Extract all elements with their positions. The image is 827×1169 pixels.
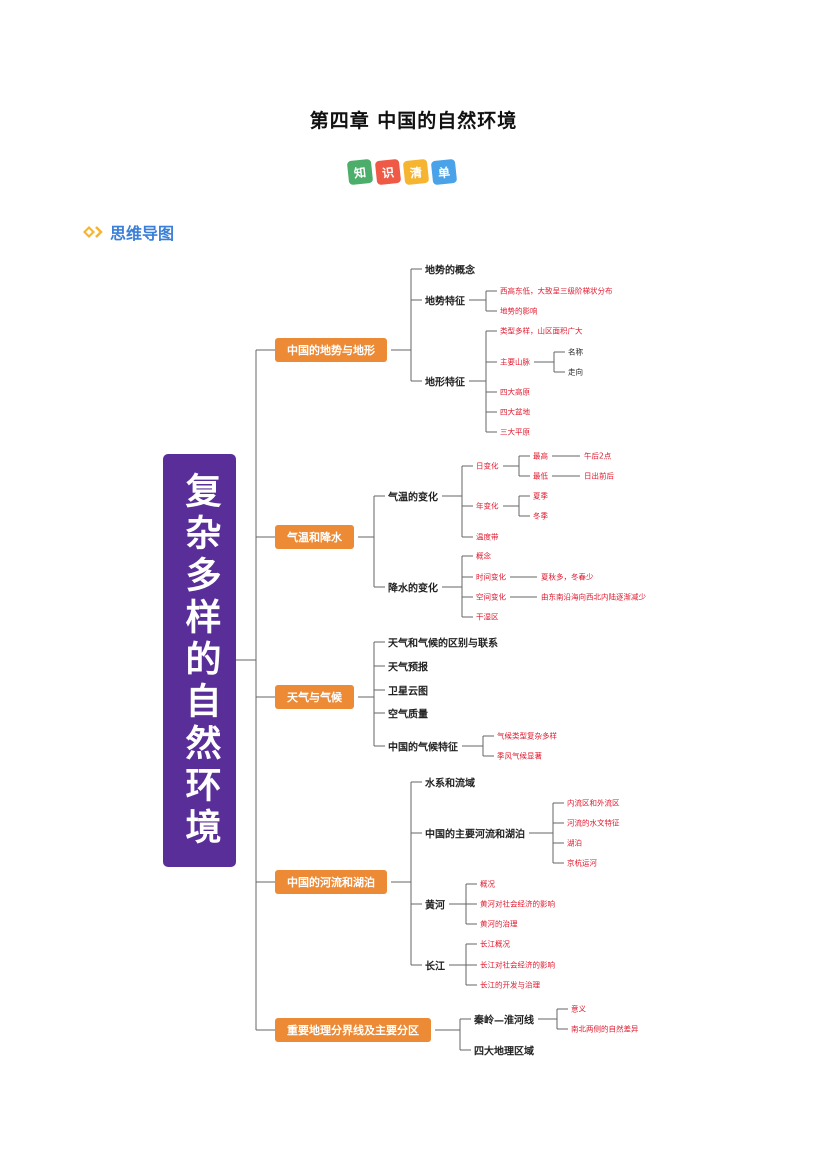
- topic-node: 地势的概念: [425, 265, 475, 277]
- subtopic-node: 最高: [533, 451, 548, 461]
- branch-node: 中国的河流和湖泊: [275, 870, 387, 894]
- page-title: 第四章 中国的自然环境: [309, 110, 518, 132]
- topic-node: 气温的变化: [388, 492, 438, 504]
- subtopic-node: 夏季: [533, 491, 548, 501]
- topic-node: 长江: [425, 961, 445, 973]
- topic-node: 中国的气候特征: [388, 742, 458, 754]
- subtopic-node: 地势的影响: [500, 306, 538, 316]
- subtopic-node: 空间变化: [476, 592, 506, 602]
- topic-node: 秦岭—淮河线: [474, 1015, 534, 1027]
- subtopic-node: 主要山脉: [500, 357, 530, 367]
- subtopic-node: 由东南沿海向西北内陆逐渐减少: [541, 592, 646, 602]
- subtopic-node: 最低: [533, 471, 548, 481]
- topic-node: 地形特征: [425, 377, 465, 389]
- subtopic-node: 类型多样，山区面积广大: [500, 326, 583, 336]
- mind-map-root: 复杂多样的自然环境: [163, 454, 236, 867]
- subtopic-node: 黄河的治理: [480, 919, 518, 929]
- subtopic-node: 干湿区: [476, 612, 499, 622]
- double-diamond-icon: [83, 226, 103, 238]
- topic-node: 水系和流域: [425, 778, 475, 790]
- branch-node: 天气与气候: [275, 685, 354, 709]
- subtopic-node: 四大高原: [500, 387, 530, 397]
- subtopic-node: 长江的开发与治理: [480, 980, 540, 990]
- subtopic-node: 河流的水文特征: [567, 818, 620, 828]
- subtopic-node: 三大平原: [500, 427, 530, 437]
- topic-node: 降水的变化: [388, 583, 438, 595]
- topic-node: 中国的主要河流和湖泊: [425, 829, 525, 841]
- subtopic-node: 长江概况: [480, 939, 510, 949]
- subtopic-node: 夏秋多，冬春少: [541, 572, 594, 582]
- subtopic-node: 京杭运河: [567, 858, 597, 868]
- subtopic-node: 黄河对社会经济的影响: [480, 899, 555, 909]
- section-heading: 思维导图: [82, 220, 174, 244]
- section-heading-text: 思维导图: [110, 224, 175, 243]
- subtopic-node: 冬季: [533, 511, 548, 521]
- topic-node: 黄河: [425, 900, 445, 912]
- branch-node: 气温和降水: [275, 525, 354, 549]
- subtopic-node: 西高东低，大致呈三级阶梯状分布: [500, 286, 613, 296]
- topic-node: 天气和气候的区别与联系: [388, 638, 498, 650]
- branch-node: 中国的地势与地形: [275, 338, 387, 362]
- subtopic-node: 走向: [568, 367, 583, 377]
- subtopic-node: 温度带: [476, 532, 499, 542]
- subtopic-node: 南北两侧的自然差异: [571, 1024, 639, 1034]
- topic-node: 地势特征: [425, 296, 465, 308]
- subtopic-node: 年变化: [476, 501, 499, 511]
- subtopic-node: 概况: [480, 879, 495, 889]
- subtopic-node: 长江对社会经济的影响: [480, 960, 555, 970]
- subtopic-node: 湖泊: [567, 838, 582, 848]
- branch-node: 重要地理分界线及主要分区: [275, 1018, 431, 1042]
- subtopic-node: 日出前后: [584, 471, 614, 481]
- subtopic-node: 意义: [571, 1004, 586, 1014]
- subtopic-node: 季风气候显著: [497, 751, 542, 761]
- topic-node: 四大地理区域: [474, 1046, 534, 1058]
- subtopic-node: 内流区和外流区: [567, 798, 620, 808]
- subtopic-node: 气候类型复杂多样: [497, 731, 557, 741]
- topic-node: 空气质量: [388, 709, 428, 721]
- subtopic-node: 日变化: [476, 461, 499, 471]
- subtopic-node: 概念: [476, 551, 491, 561]
- subtopic-node: 午后2点: [584, 451, 612, 461]
- subtopic-node: 名称: [568, 347, 583, 357]
- topic-node: 天气预报: [388, 662, 428, 674]
- subtopic-node: 四大盆地: [500, 407, 530, 417]
- subtopic-node: 时间变化: [476, 572, 506, 582]
- topic-node: 卫星云图: [388, 686, 428, 698]
